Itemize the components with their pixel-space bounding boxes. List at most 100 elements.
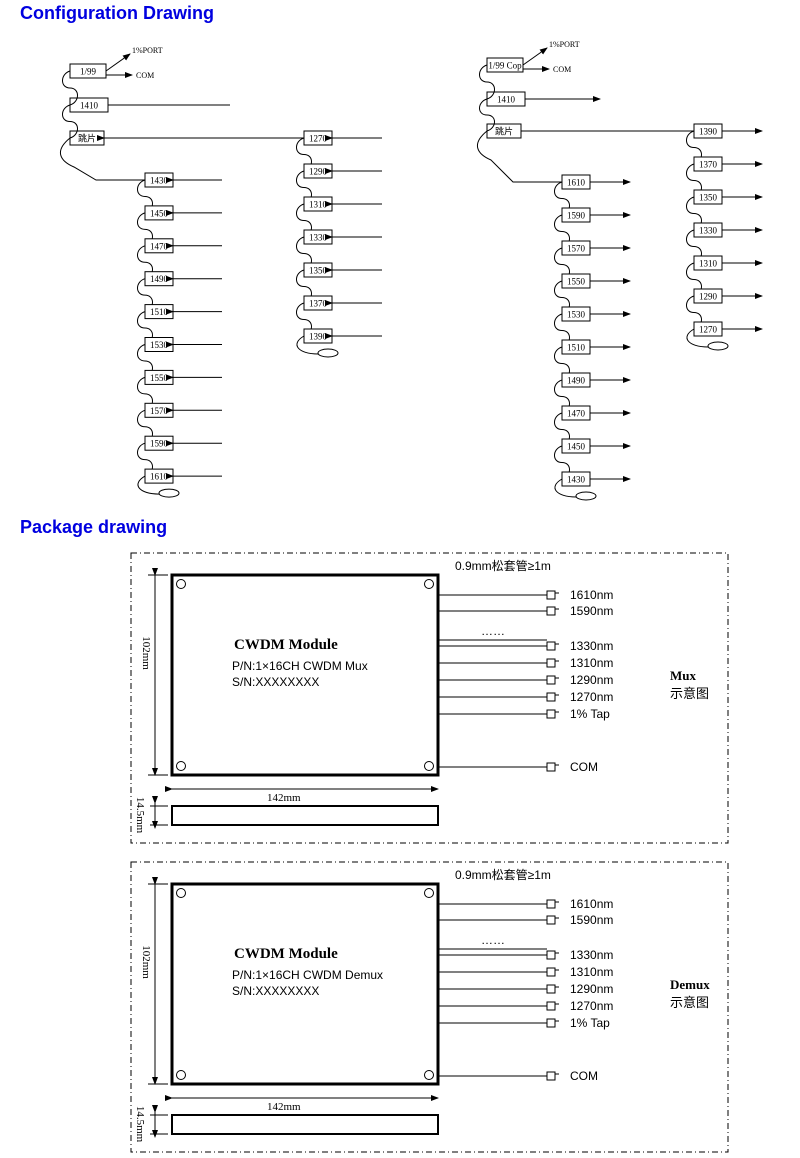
right-b-end-pigtail [686, 328, 709, 348]
left-b-filter-1310: 1310 [303, 196, 333, 212]
right-a-filter-1550: 1550 [561, 273, 591, 289]
right-filter-1410: 1410 [486, 91, 526, 107]
right-b-filter-1350-label: 1350 [699, 193, 718, 203]
pkg0-connector-icon [546, 590, 556, 600]
pkg1-mount-hole [424, 1070, 434, 1080]
pkg0-connector-icon [546, 692, 556, 702]
right-a-end-pigtail [554, 478, 577, 498]
left-a-filter-1610: 1610 [144, 468, 174, 484]
left-filter-1410: 1410 [69, 97, 109, 113]
right-tap-coupler-label: 1/99 Cop [488, 61, 522, 71]
package-heading: Package drawing [20, 517, 168, 537]
pkg1-connector-icon [546, 984, 556, 994]
configuration-drawing: 1/991%PORTCOM1410跳片143014501470149015101… [60, 40, 763, 501]
right-b-fiber-loop [707, 341, 729, 351]
right-a-filter-1450-label: 1450 [567, 442, 586, 452]
left-b-filter-1330: 1330 [303, 229, 333, 245]
right-com-label: COM [553, 65, 571, 74]
pkg0-mount-hole [176, 579, 186, 589]
left-b-end-pigtail [296, 335, 319, 355]
left-a-filter-1550: 1550 [144, 369, 174, 385]
left-a-fiber-loop [158, 488, 180, 498]
pkg0-width-dim-label: 142mm [267, 792, 301, 804]
left-a-filter-1450-label: 1450 [150, 208, 169, 218]
pkg0-connector-icon [546, 762, 556, 772]
pkg0-fiber-note: 0.9mm松套管≥1m [455, 558, 551, 573]
pkg1-ellipsis: …… [481, 933, 505, 947]
left-a-filter-1530-label: 1530 [150, 340, 169, 350]
left-b-filter-1350-label: 1350 [309, 266, 328, 276]
pkg1-fiber-note: 0.9mm松套管≥1m [455, 867, 551, 882]
pkg0-height-dim-label: 102mm [140, 636, 152, 670]
right-b-filter-1310: 1310 [693, 255, 723, 271]
left-a-filter-1450: 1450 [144, 205, 174, 221]
left-b-fiber-loop [317, 348, 339, 358]
right-b-filter-1350: 1350 [693, 189, 723, 205]
pkg1-part-number: P/N:1×16CH CWDM Demux [232, 968, 383, 982]
right-a-filter-1590-label: 1590 [567, 211, 586, 221]
pkg1-mount-hole [176, 1070, 186, 1080]
right-a-filter-1550-label: 1550 [567, 277, 586, 287]
pkg0-mount-hole [424, 761, 434, 771]
right-a-filter-1610-label: 1610 [567, 178, 586, 188]
pkg0-part-number: P/N:1×16CH CWDM Mux [232, 659, 368, 673]
left-a-filter-1430: 1430 [144, 172, 174, 188]
pkg0-port-label: 1330nm [570, 639, 613, 653]
right-b-filter-1270-label: 1270 [699, 325, 718, 335]
right-a-filter-1570-label: 1570 [567, 244, 586, 254]
left-a-filter-1430-label: 1430 [150, 176, 169, 186]
right-b-filter-1370-label: 1370 [699, 160, 718, 170]
left-a-filter-1590: 1590 [144, 435, 174, 451]
left-a-filter-1570: 1570 [144, 402, 174, 418]
pkg1-port-label: 1% Tap [570, 1016, 610, 1030]
left-jumper: 跳片 [69, 130, 105, 146]
right-a-filter-1470-label: 1470 [567, 409, 586, 419]
right-jumper-label: 跳片 [495, 126, 513, 137]
left-tap-coupler: 1/99 [69, 63, 107, 79]
right-b-filter-1390-label: 1390 [699, 127, 718, 137]
right-pigtail-jumper [479, 98, 495, 132]
left-jumper-to-chain-a [60, 137, 145, 181]
pkg0-port-label: 1270nm [570, 690, 613, 704]
left-tap-coupler-label: 1/99 [80, 67, 97, 77]
left-b-filter-1350: 1350 [303, 262, 333, 278]
right-tap-coupler: 1/99 Cop [486, 57, 524, 73]
pkg1-port-label: 1590nm [570, 913, 613, 927]
pkg0-ellipsis: …… [481, 624, 505, 638]
left-a-filter-1510: 1510 [144, 304, 174, 320]
pkg1-connector-icon [546, 899, 556, 909]
pkg1-connector-icon [546, 1018, 556, 1028]
pkg1-serial-number: S/N:XXXXXXXX [232, 984, 319, 998]
pkg1-port-label: 1610nm [570, 897, 613, 911]
pkg1-side-view [171, 1114, 439, 1135]
pkg0-connector-icon [546, 709, 556, 719]
right-a-filter-1570: 1570 [561, 240, 591, 256]
right-jumper-to-chain-a [477, 130, 562, 183]
right-a-filter-1510-label: 1510 [567, 343, 586, 353]
left-b-filter-1310-label: 1310 [309, 200, 328, 210]
right-b-filter-1290: 1290 [693, 288, 723, 304]
pkg1-height-dim-label: 102mm [140, 945, 152, 979]
left-a-end-pigtail [137, 475, 160, 495]
left-pigtail-jumper [62, 104, 78, 139]
pkg0-mount-hole [176, 761, 186, 771]
pkg1-port-label: COM [570, 1069, 598, 1083]
left-b-filter-1290-label: 1290 [309, 167, 328, 177]
right-b-filter-1330-label: 1330 [699, 226, 718, 236]
right-a-filter-1450: 1450 [561, 438, 591, 454]
right-jumper: 跳片 [486, 123, 522, 139]
right-b-filter-1390: 1390 [693, 123, 723, 139]
right-b-filter-1310-label: 1310 [699, 259, 718, 269]
pkg0-mount-hole [424, 579, 434, 589]
pkg0-module-title: CWDM Module [234, 637, 338, 653]
right-b-filter-1270: 1270 [693, 321, 723, 337]
pkg0-port-label: 1% Tap [570, 707, 610, 721]
right-b-filter-1370: 1370 [693, 156, 723, 172]
left-b-filter-1390: 1390 [303, 328, 333, 344]
pkg1-module-outline [170, 882, 440, 1086]
right-tap-port-line [522, 47, 548, 66]
left-filter-1410-label: 1410 [80, 101, 99, 111]
left-b-filter-1270: 1270 [303, 130, 333, 146]
pkg1-module-title: CWDM Module [234, 946, 338, 962]
